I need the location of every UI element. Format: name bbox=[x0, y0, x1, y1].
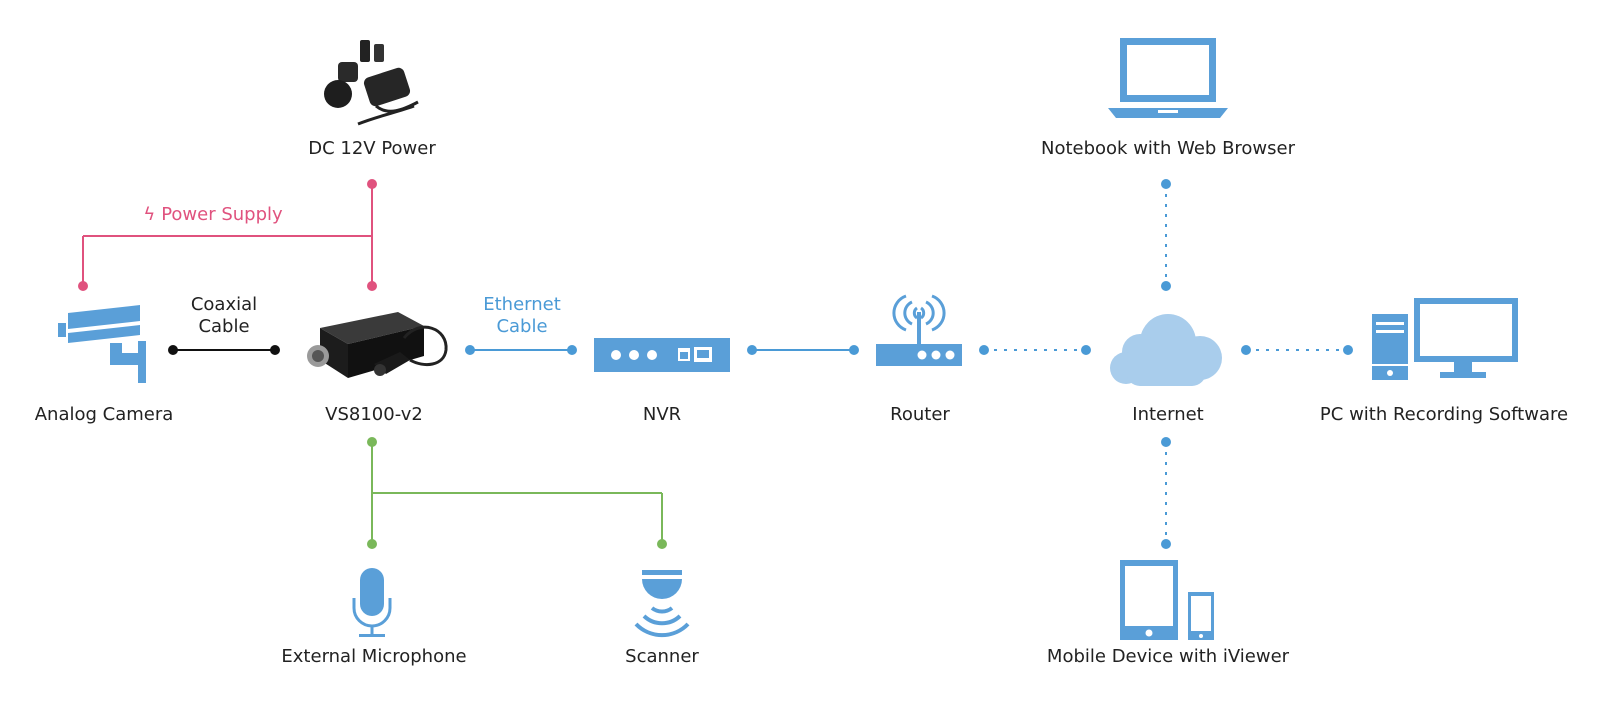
ethernet-connector bbox=[465, 345, 577, 355]
cloud-icon bbox=[1110, 314, 1222, 386]
dc-power-label: DC 12V Power bbox=[308, 138, 436, 159]
pc-label: PC with Recording Software bbox=[1319, 404, 1569, 425]
notebook-label: Notebook with Web Browser bbox=[1040, 138, 1296, 159]
laptop-icon bbox=[1108, 38, 1228, 118]
notebook-internet-connector bbox=[1161, 179, 1171, 291]
scanner-label: Scanner bbox=[625, 646, 699, 667]
scanner-icon bbox=[634, 570, 690, 638]
audio-io-connector bbox=[367, 437, 667, 549]
nvr-icon bbox=[594, 338, 730, 372]
internet-pc-connector bbox=[1241, 345, 1353, 355]
nvr-label: NVR bbox=[642, 404, 682, 425]
desktop-pc-icon bbox=[1372, 298, 1518, 380]
internet-label: Internet bbox=[1132, 404, 1204, 425]
cctv-camera-icon bbox=[58, 305, 146, 383]
microphone-label: External Microphone bbox=[281, 646, 467, 667]
video-encoder-icon bbox=[307, 312, 448, 378]
mobile-label: Mobile Device with iViewer bbox=[1046, 646, 1290, 667]
internet-mobile-connector bbox=[1161, 437, 1171, 549]
lightning-icon: ϟ bbox=[143, 204, 156, 225]
coaxial-connector bbox=[168, 345, 280, 355]
microphone-icon bbox=[352, 568, 392, 637]
router-label: Router bbox=[890, 404, 950, 425]
coaxial-cable-label: Coaxial Cable bbox=[190, 294, 258, 337]
tablet-phone-icon bbox=[1120, 560, 1214, 640]
router-internet-connector bbox=[979, 345, 1091, 355]
analog-camera-label: Analog Camera bbox=[34, 404, 174, 425]
router-icon bbox=[876, 294, 962, 366]
power-adapter-icon bbox=[324, 40, 419, 126]
nvr-router-connector bbox=[747, 345, 859, 355]
power-supply-connector bbox=[78, 179, 377, 291]
ethernet-cable-label: Ethernet Cable bbox=[483, 294, 561, 337]
vs8100-label: VS8100-v2 bbox=[325, 404, 423, 425]
